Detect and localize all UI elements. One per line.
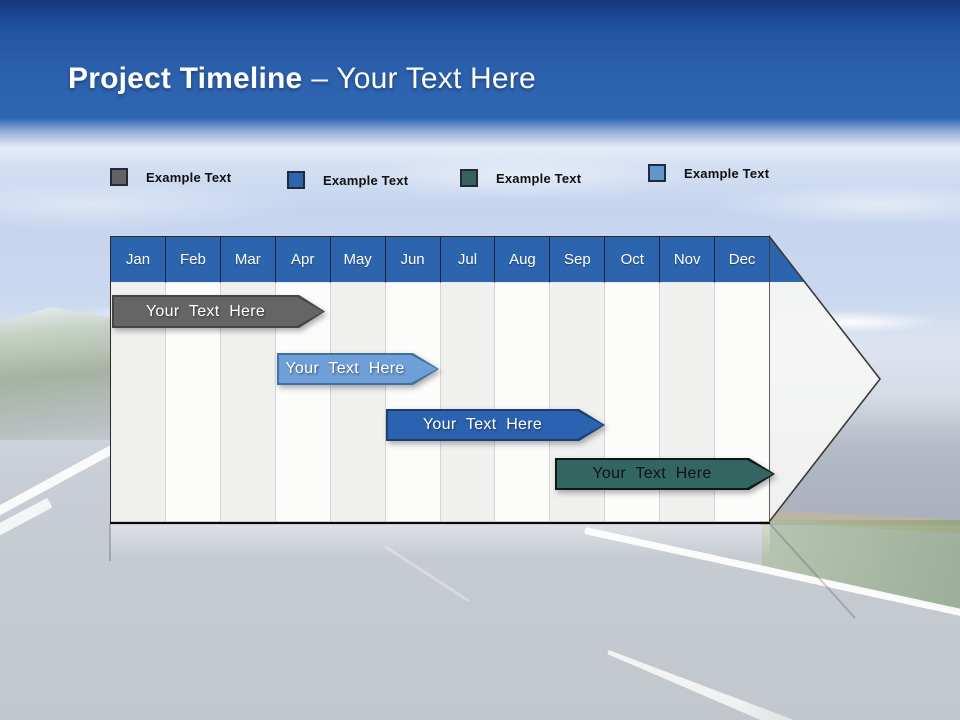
- legend-item-4[interactable]: Example Text: [648, 164, 769, 182]
- grid-column: [440, 283, 496, 521]
- task-bar-fill: [114, 297, 323, 326]
- month-cell-feb: Feb: [165, 237, 221, 283]
- legend-label: Example Text: [496, 170, 582, 186]
- grid-column: [330, 283, 386, 521]
- task-bar-1[interactable]: Your Text Here: [112, 295, 325, 328]
- month-cell-sep: Sep: [550, 237, 606, 283]
- arrow-head-body: [769, 236, 880, 522]
- title-secondary: – Your Text Here: [311, 62, 536, 95]
- legend-item-2[interactable]: Example Text: [287, 171, 408, 189]
- slide-title[interactable]: Project Timeline– Your Text Here: [68, 62, 536, 96]
- arrow-head-outline: [768, 233, 882, 525]
- arrow-head-header-part: [769, 236, 805, 282]
- task-bar-label: Your Text Here: [422, 416, 543, 433]
- task-bar-fill: [388, 411, 603, 439]
- month-cell-jan: Jan: [111, 237, 166, 283]
- grid-column: [495, 283, 551, 521]
- grid-column: [385, 283, 441, 521]
- month-cell-jun: Jun: [385, 237, 441, 283]
- task-bar-fill: [557, 460, 773, 488]
- legend-label: Example Text: [146, 169, 232, 185]
- month-cell-aug: Aug: [495, 237, 551, 283]
- month-cell-oct: Oct: [605, 237, 661, 283]
- legend-item-1[interactable]: Example Text: [110, 168, 231, 186]
- month-cell-mar: Mar: [220, 237, 276, 283]
- month-cell-nov: Nov: [660, 237, 716, 283]
- legend-swatch-blue: [287, 171, 305, 189]
- legend-label: Example Text: [323, 172, 409, 188]
- month-cell-may: May: [330, 237, 386, 283]
- legend-label: Example Text: [684, 165, 770, 181]
- month-cell-jul: Jul: [440, 237, 496, 283]
- timeline-arrow-head[interactable]: [768, 233, 885, 525]
- table-reflection-edge: [109, 523, 111, 561]
- task-bar-label: Your Text Here: [285, 360, 405, 377]
- task-bar-3[interactable]: Your Text Here: [386, 409, 605, 441]
- month-header-row: Jan Feb Mar Apr May Jun Jul Aug Sep Oct …: [111, 237, 771, 283]
- month-cell-apr: Apr: [275, 237, 331, 283]
- title-primary: Project Timeline: [68, 62, 303, 95]
- task-bar-fill: [279, 355, 437, 383]
- legend-swatch-teal: [460, 169, 478, 187]
- table-reflection: [110, 525, 770, 557]
- task-bar-4[interactable]: Your Text Here: [555, 458, 775, 490]
- legend-swatch-gray: [110, 168, 128, 186]
- task-bar-label: Your Text Here: [145, 302, 266, 320]
- legend-swatch-lightblue: [648, 164, 666, 182]
- task-bar-label: Your Text Here: [592, 465, 712, 482]
- task-bar-2[interactable]: Your Text Here: [277, 353, 439, 385]
- legend-item-3[interactable]: Example Text: [460, 169, 581, 187]
- month-cell-dec: Dec: [715, 237, 771, 283]
